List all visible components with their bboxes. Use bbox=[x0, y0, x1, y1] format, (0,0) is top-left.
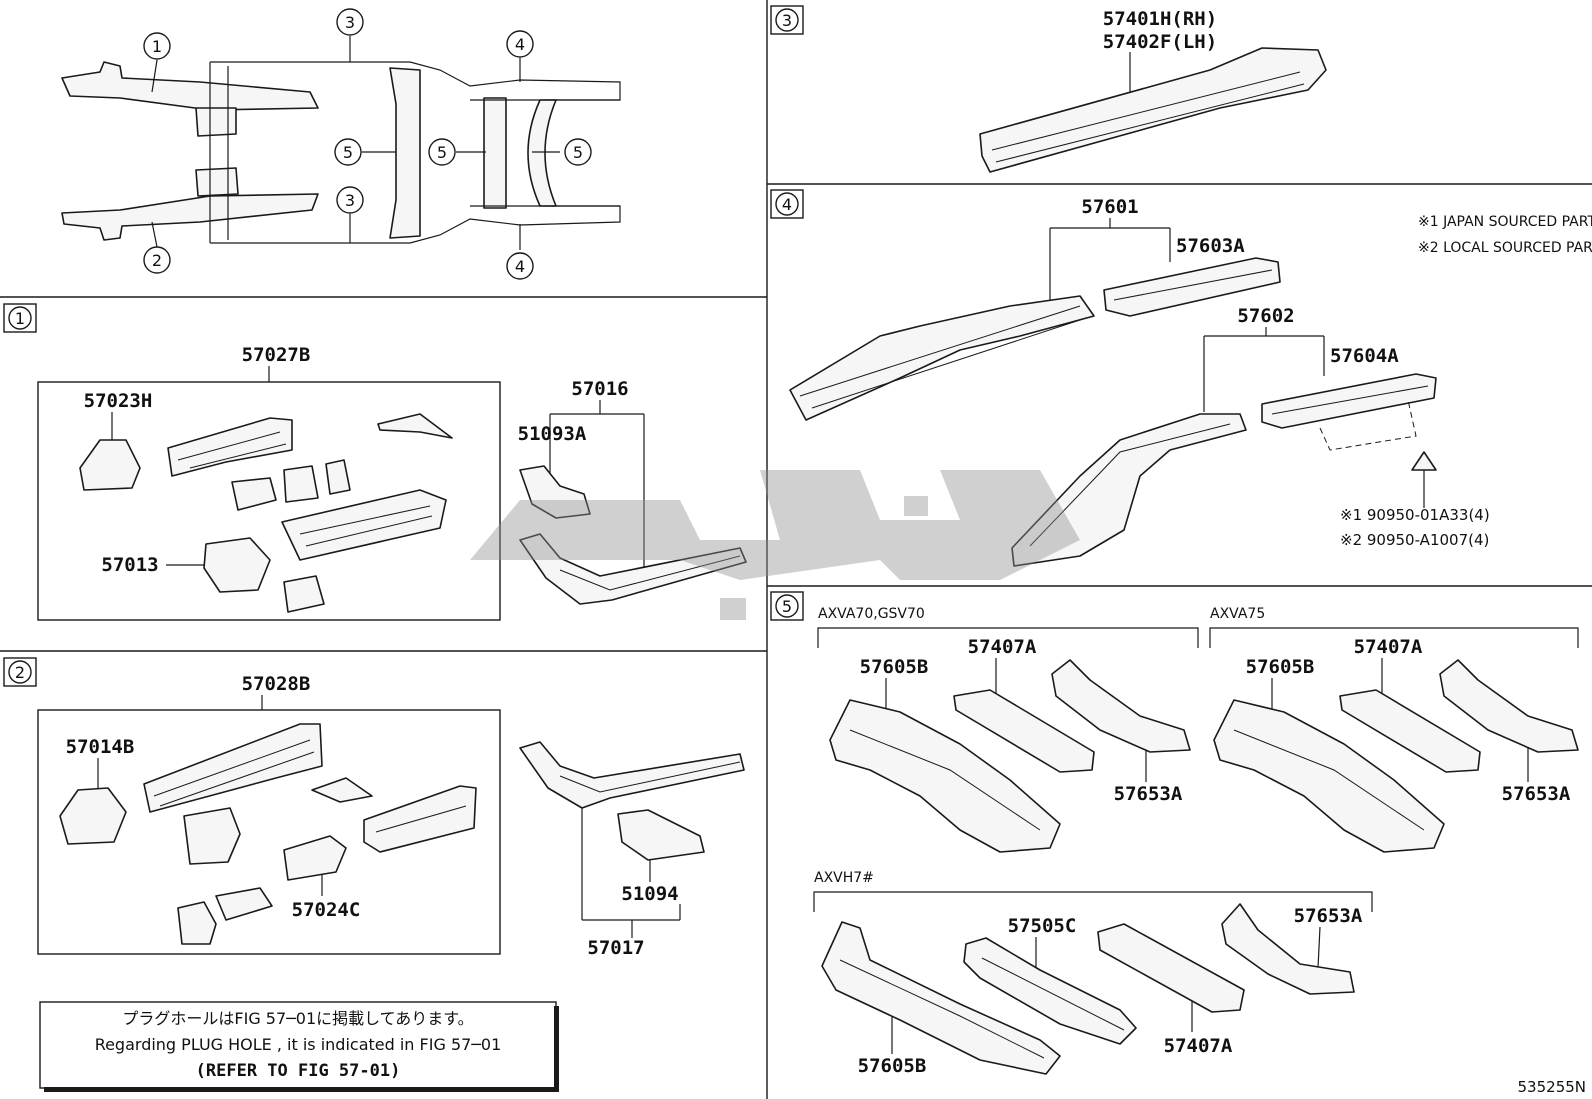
label-b-57653A: 57653A bbox=[1502, 783, 1571, 805]
label-57402F-LH: 57402F(LH) bbox=[1103, 31, 1217, 53]
callout-circle-2 bbox=[143, 246, 171, 274]
label-a-57605B: 57605B bbox=[860, 656, 929, 678]
callout-circle-3 bbox=[336, 8, 364, 36]
label-a-57653A: 57653A bbox=[1114, 783, 1183, 805]
label-57028B: 57028B bbox=[242, 673, 311, 695]
callout-5-right: 5 bbox=[573, 143, 583, 162]
callout-circle-1 bbox=[143, 32, 171, 60]
model-label-axva75: AXVA75 bbox=[1210, 606, 1265, 622]
callout-4-bottom: 4 bbox=[515, 257, 525, 276]
model-label-axvh7: AXVH7# bbox=[814, 870, 874, 886]
label-57014B: 57014B bbox=[66, 736, 135, 758]
watermark-logo bbox=[470, 470, 1080, 620]
note-box: プラグホールはFIG 57─01に掲載してあります。 Regarding PLU… bbox=[39, 1001, 559, 1092]
section-4-badge-circle bbox=[775, 192, 799, 216]
note-japan-sourced: ※1 JAPAN SOURCED PARTS bbox=[1418, 214, 1592, 230]
note-japanese: プラグホールはFIG 57─01に掲載してあります。 bbox=[122, 1009, 473, 1028]
label-bolt-japan: ※1 90950-01A33(4) bbox=[1340, 506, 1490, 524]
label-57023H: 57023H bbox=[84, 390, 153, 412]
callout-5-left: 5 bbox=[343, 143, 353, 162]
section-1-badge: 1 bbox=[15, 309, 25, 328]
section-4-badge: 4 bbox=[782, 195, 792, 214]
section-2-badge-circle bbox=[8, 660, 32, 684]
label-c-57407A: 57407A bbox=[1164, 1035, 1233, 1057]
section-5-badge: 5 bbox=[782, 597, 792, 616]
section-3: 3 57401H(RH) 57402F(LH) bbox=[770, 5, 1327, 173]
section-2: 2 57028B 57014B 57024C 51094 57017 bbox=[3, 657, 745, 959]
callout-circle-5c bbox=[564, 138, 592, 166]
callout-circle-5b bbox=[428, 138, 456, 166]
label-c-57653A: 57653A bbox=[1294, 905, 1363, 927]
group-box-57028B bbox=[37, 709, 501, 955]
label-c-57605B: 57605B bbox=[858, 1055, 927, 1077]
model-label-axva70: AXVA70,GSV70 bbox=[818, 606, 925, 622]
note-english: Regarding PLUG HOLE , it is indicated in… bbox=[95, 1035, 502, 1054]
section-1: 1 57027B 57023H 57013 57016 51093A bbox=[3, 303, 747, 621]
callout-3-top: 3 bbox=[345, 13, 355, 32]
label-57027B: 57027B bbox=[242, 344, 311, 366]
callout-1-top: 1 bbox=[152, 37, 162, 56]
label-57401H-RH: 57401H(RH) bbox=[1103, 8, 1217, 30]
label-57024C: 57024C bbox=[292, 899, 361, 921]
label-b-57407A: 57407A bbox=[1354, 636, 1423, 658]
label-57603A: 57603A bbox=[1176, 235, 1245, 257]
label-57016: 57016 bbox=[571, 378, 628, 400]
section-3-badge: 3 bbox=[782, 11, 792, 30]
label-57017: 57017 bbox=[587, 937, 644, 959]
callout-5-mid: 5 bbox=[437, 143, 447, 162]
floor-overview-drawing bbox=[61, 36, 621, 250]
group-box-57027B bbox=[37, 381, 501, 621]
section-4: 4 ※1 JAPAN SOURCED PARTS ※2 LOCAL SOURCE… bbox=[770, 189, 1592, 567]
label-57601: 57601 bbox=[1081, 196, 1138, 218]
figure-number: 535255N bbox=[1518, 1078, 1586, 1096]
callout-3-bottom: 3 bbox=[345, 191, 355, 210]
section-5-badge-circle bbox=[775, 594, 799, 618]
label-51093A: 51093A bbox=[518, 423, 587, 445]
note-refer: (REFER TO FIG 57-01) bbox=[196, 1061, 401, 1081]
label-bolt-local: ※2 90950-A1007(4) bbox=[1340, 531, 1489, 549]
section-2-badge: 2 bbox=[15, 663, 25, 682]
label-c-57505C: 57505C bbox=[1008, 915, 1077, 937]
section-5: 5 AXVA70,GSV70 AXVA75 57605B 57407A 5765… bbox=[770, 591, 1579, 1077]
label-51094: 51094 bbox=[621, 883, 678, 905]
label-57602: 57602 bbox=[1237, 305, 1294, 327]
label-a-57407A: 57407A bbox=[968, 636, 1037, 658]
section-1-badge-circle bbox=[8, 306, 32, 330]
note-local-sourced: ※2 LOCAL SOURCED PARTS bbox=[1418, 240, 1592, 256]
callout-4-top: 4 bbox=[515, 35, 525, 54]
callout-circle-5a bbox=[334, 138, 362, 166]
section-3-badge-circle bbox=[775, 8, 799, 32]
callout-circle-4b bbox=[506, 252, 534, 280]
label-57013: 57013 bbox=[101, 554, 158, 576]
callout-circle-4 bbox=[506, 30, 534, 58]
label-57604A: 57604A bbox=[1330, 345, 1399, 367]
callout-2-bottom: 2 bbox=[152, 251, 162, 270]
overview-callouts: 1 3 4 5 5 5 3 2 4 bbox=[143, 8, 592, 280]
label-b-57605B: 57605B bbox=[1246, 656, 1315, 678]
callout-circle-3b bbox=[336, 186, 364, 214]
